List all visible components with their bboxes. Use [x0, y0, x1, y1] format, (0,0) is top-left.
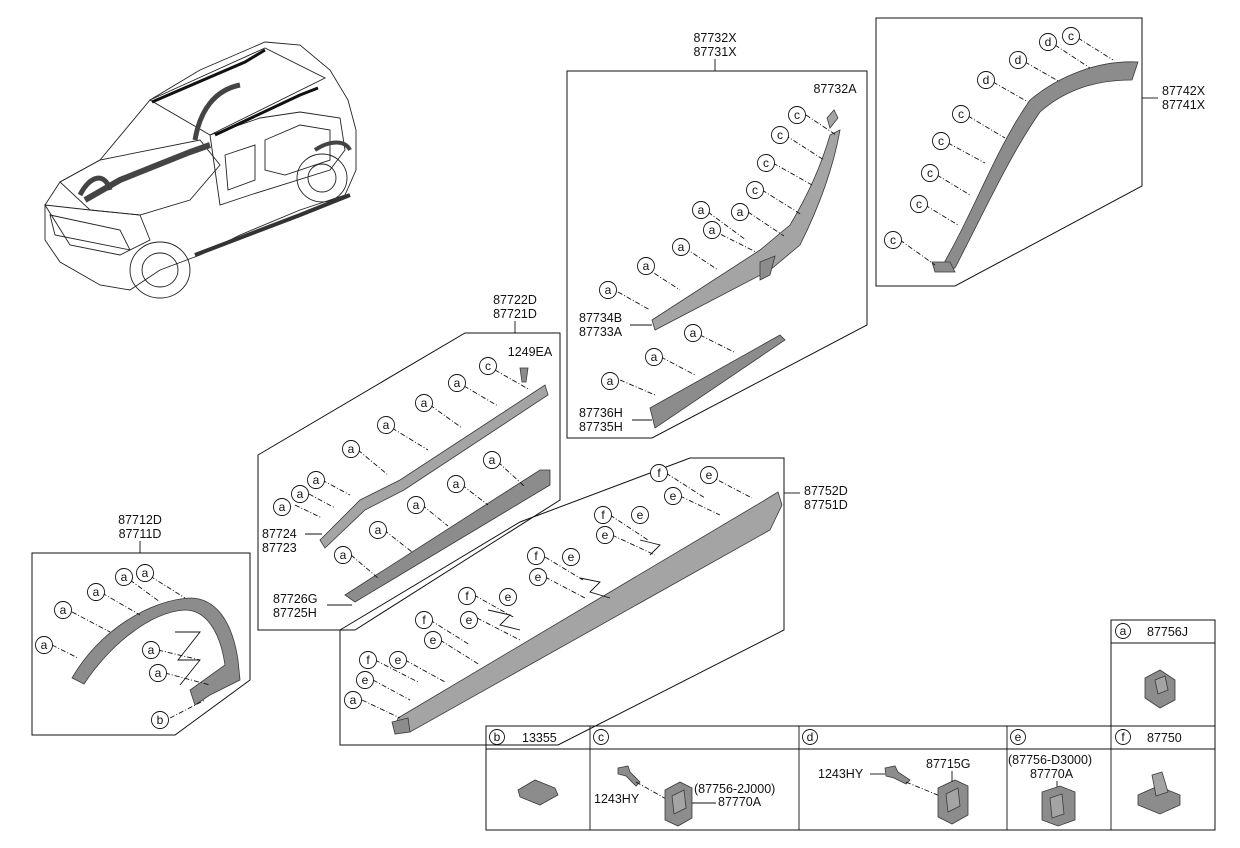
table-a-part: 87756J	[1147, 625, 1188, 639]
rear-fender-part-number-1: 87742X	[1162, 84, 1206, 98]
table-f-part: 87750	[1147, 731, 1182, 745]
table-c-screw: 1243HY	[594, 792, 640, 806]
piece-87732A-label: 87732A	[813, 82, 857, 96]
side-sill-part-number-2: 87751D	[804, 498, 848, 512]
table-d-letter: d	[807, 730, 814, 744]
door-lower-moulding	[344, 469, 551, 603]
door-upper-moulding	[319, 384, 549, 549]
door-moulding-part-number-1: 87722D	[493, 293, 537, 307]
part-87733A: 87733A	[579, 325, 623, 339]
front-fender-part-number-2: 87711D	[119, 527, 162, 541]
fastener-table: a 87756J b 13355 c 1243HY (87756-2J000) …	[485, 619, 1216, 831]
pillar-moulding-group: 87732X 87731X 87732A 87734B 87733A 87736…	[566, 31, 868, 439]
part-87735H: 87735H	[579, 420, 623, 434]
table-c-letter: c	[598, 730, 604, 744]
screw-1243HY-d	[884, 765, 911, 785]
table-b-part: 13355	[522, 731, 557, 745]
table-c-alt: (87756-2J000)	[694, 782, 775, 796]
side-sill-part-number-1: 87752D	[804, 484, 848, 498]
door-moulding-group: 87722D 87721D 1249EA 87724 87723 87726G …	[257, 293, 561, 631]
clip-1249EA-label: 1249EA	[508, 345, 553, 359]
door-moulding-part-number-2: 87721D	[493, 307, 537, 321]
table-d-part: 87715G	[926, 757, 970, 771]
table-e-letter: e	[1015, 730, 1022, 744]
lower-door-moulding	[649, 334, 786, 429]
part-87723: 87723	[262, 541, 297, 555]
rear-fender-group: 87742X 87741X	[875, 17, 1206, 287]
rear-fender-flare	[939, 61, 1139, 271]
table-b-letter: b	[494, 730, 501, 744]
screw-1243HY-c	[617, 765, 641, 787]
side-sill-group: 87752D 87751D	[339, 457, 848, 746]
rear-fender-part-number-2: 87741X	[1162, 98, 1206, 112]
part-87734B: 87734B	[579, 311, 622, 325]
pillar-part-number-1: 87732X	[693, 31, 737, 45]
front-fender-group: 87712D 87711D	[31, 513, 251, 736]
table-f-letter: f	[1121, 730, 1125, 744]
vehicle-illustration	[44, 41, 357, 299]
pillar-moulding	[651, 129, 841, 331]
table-a-letter: a	[1120, 624, 1127, 638]
part-87725H: 87725H	[273, 606, 317, 620]
front-fender-part-number-1: 87712D	[118, 513, 162, 527]
front-fender-flare	[71, 597, 241, 706]
piece-87732A	[826, 109, 839, 129]
clip-1249EA	[519, 367, 529, 383]
table-e-alt: (87756-D3000)	[1008, 753, 1092, 767]
part-87724: 87724	[262, 527, 297, 541]
clip-13355	[517, 779, 559, 806]
part-87726G: 87726G	[273, 592, 317, 606]
part-87736H: 87736H	[579, 406, 623, 420]
pillar-part-number-2: 87731X	[693, 45, 737, 59]
table-d-screw: 1243HY	[818, 767, 864, 781]
table-e-part: 87770A	[1030, 767, 1074, 781]
table-c-part: 87770A	[718, 795, 762, 809]
